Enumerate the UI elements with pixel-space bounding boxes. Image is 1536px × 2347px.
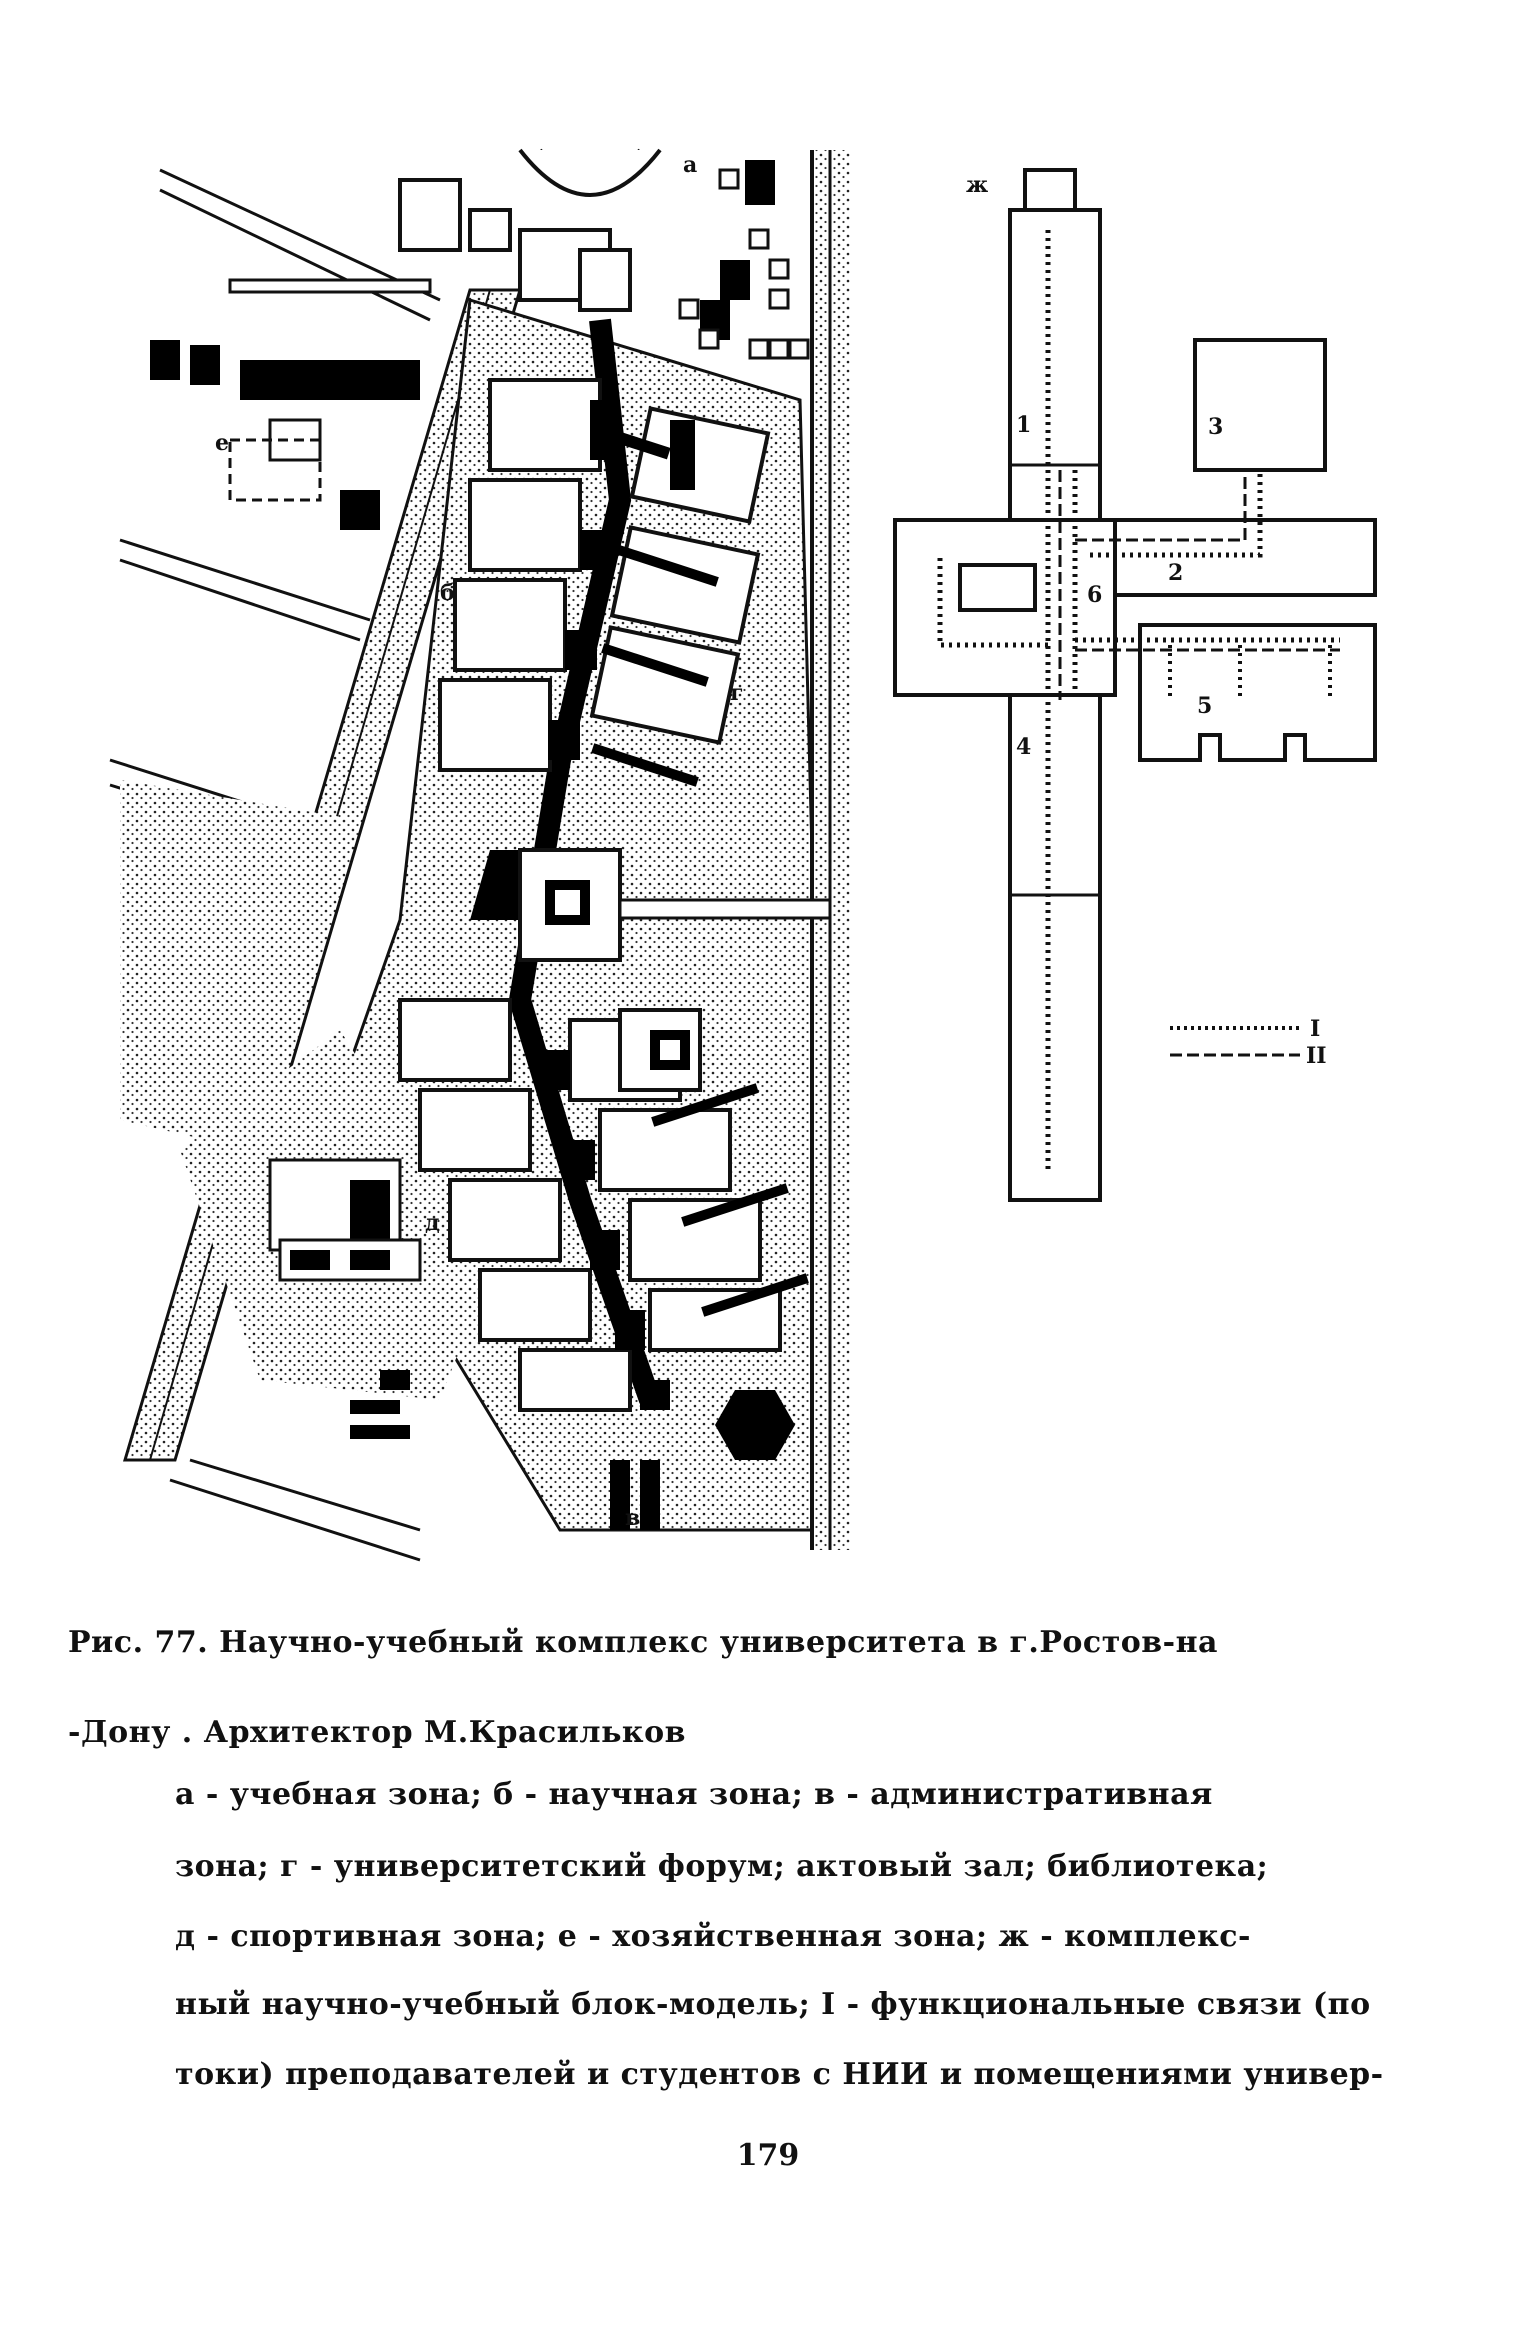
page-number: 179	[736, 2138, 800, 2173]
tower-top	[1023, 168, 1077, 212]
figure: а е б г д в ж	[109, 148, 1377, 1562]
diagram-label-6: 6	[1087, 582, 1102, 608]
admin-zone	[610, 1390, 795, 1530]
upper-building-cores	[548, 400, 719, 787]
diagram-label-2: 2	[1168, 560, 1183, 586]
caption-line-7: токи) преподавателей и студентов с НИИ и…	[175, 2057, 1384, 2092]
service-zone	[150, 278, 432, 530]
top-buildings	[398, 148, 662, 312]
lower-left-blocks	[350, 1370, 410, 1439]
plan-label-b: б	[440, 580, 455, 606]
plan-label-d: д	[425, 1210, 440, 1236]
top-right-small-blocks	[678, 168, 810, 360]
flow-lines	[937, 230, 1340, 1170]
plan-label-v: в	[625, 1505, 640, 1531]
sports-zone	[268, 1158, 422, 1282]
plan-label-e: е	[215, 430, 229, 456]
top-building-fills	[670, 160, 775, 490]
block-5	[1138, 623, 1377, 762]
caption-line-2: -Дону . Архитектор М.Красильков	[68, 1715, 686, 1750]
block-model-diagram: ж 1 2 3 4 5 6 I II	[893, 168, 1377, 1202]
legend-label-i: I	[1310, 1016, 1320, 1042]
diagram-label-5: 5	[1197, 693, 1212, 719]
flow-legend: I II	[1170, 1016, 1327, 1069]
diagram-label-3: 3	[1208, 414, 1223, 440]
caption-line-6: ный научно-учебный блок-модель; I - функ…	[175, 1987, 1371, 2022]
caption-line-4: зона; г - университетский форум; актовый…	[175, 1849, 1269, 1884]
caption-line-1: Рис. 77. Научно-учебный комплекс универс…	[68, 1625, 1218, 1660]
plan-label-a: а	[683, 152, 697, 178]
upper-buildings	[438, 378, 771, 772]
caption-line-3: а - учебная зона; б - научная зона; в - …	[175, 1777, 1213, 1812]
forum-complex	[470, 848, 832, 962]
caption-line-5: д - спортивная зона; е - хозяйственная з…	[175, 1919, 1251, 1954]
vertical-block	[1008, 208, 1102, 1202]
block-3	[1193, 338, 1327, 472]
plan-label-g: г	[730, 680, 743, 706]
diagram-label-zh: ж	[966, 172, 988, 198]
diagram-label-1: 1	[1016, 412, 1031, 438]
site-plan: а е б г д в	[109, 148, 850, 1562]
left-park	[120, 780, 360, 1150]
lower-building-cores	[540, 1050, 809, 1410]
lower-buildings	[398, 998, 782, 1412]
diagram-label-4: 4	[1016, 734, 1031, 760]
legend-label-ii: II	[1306, 1043, 1327, 1069]
